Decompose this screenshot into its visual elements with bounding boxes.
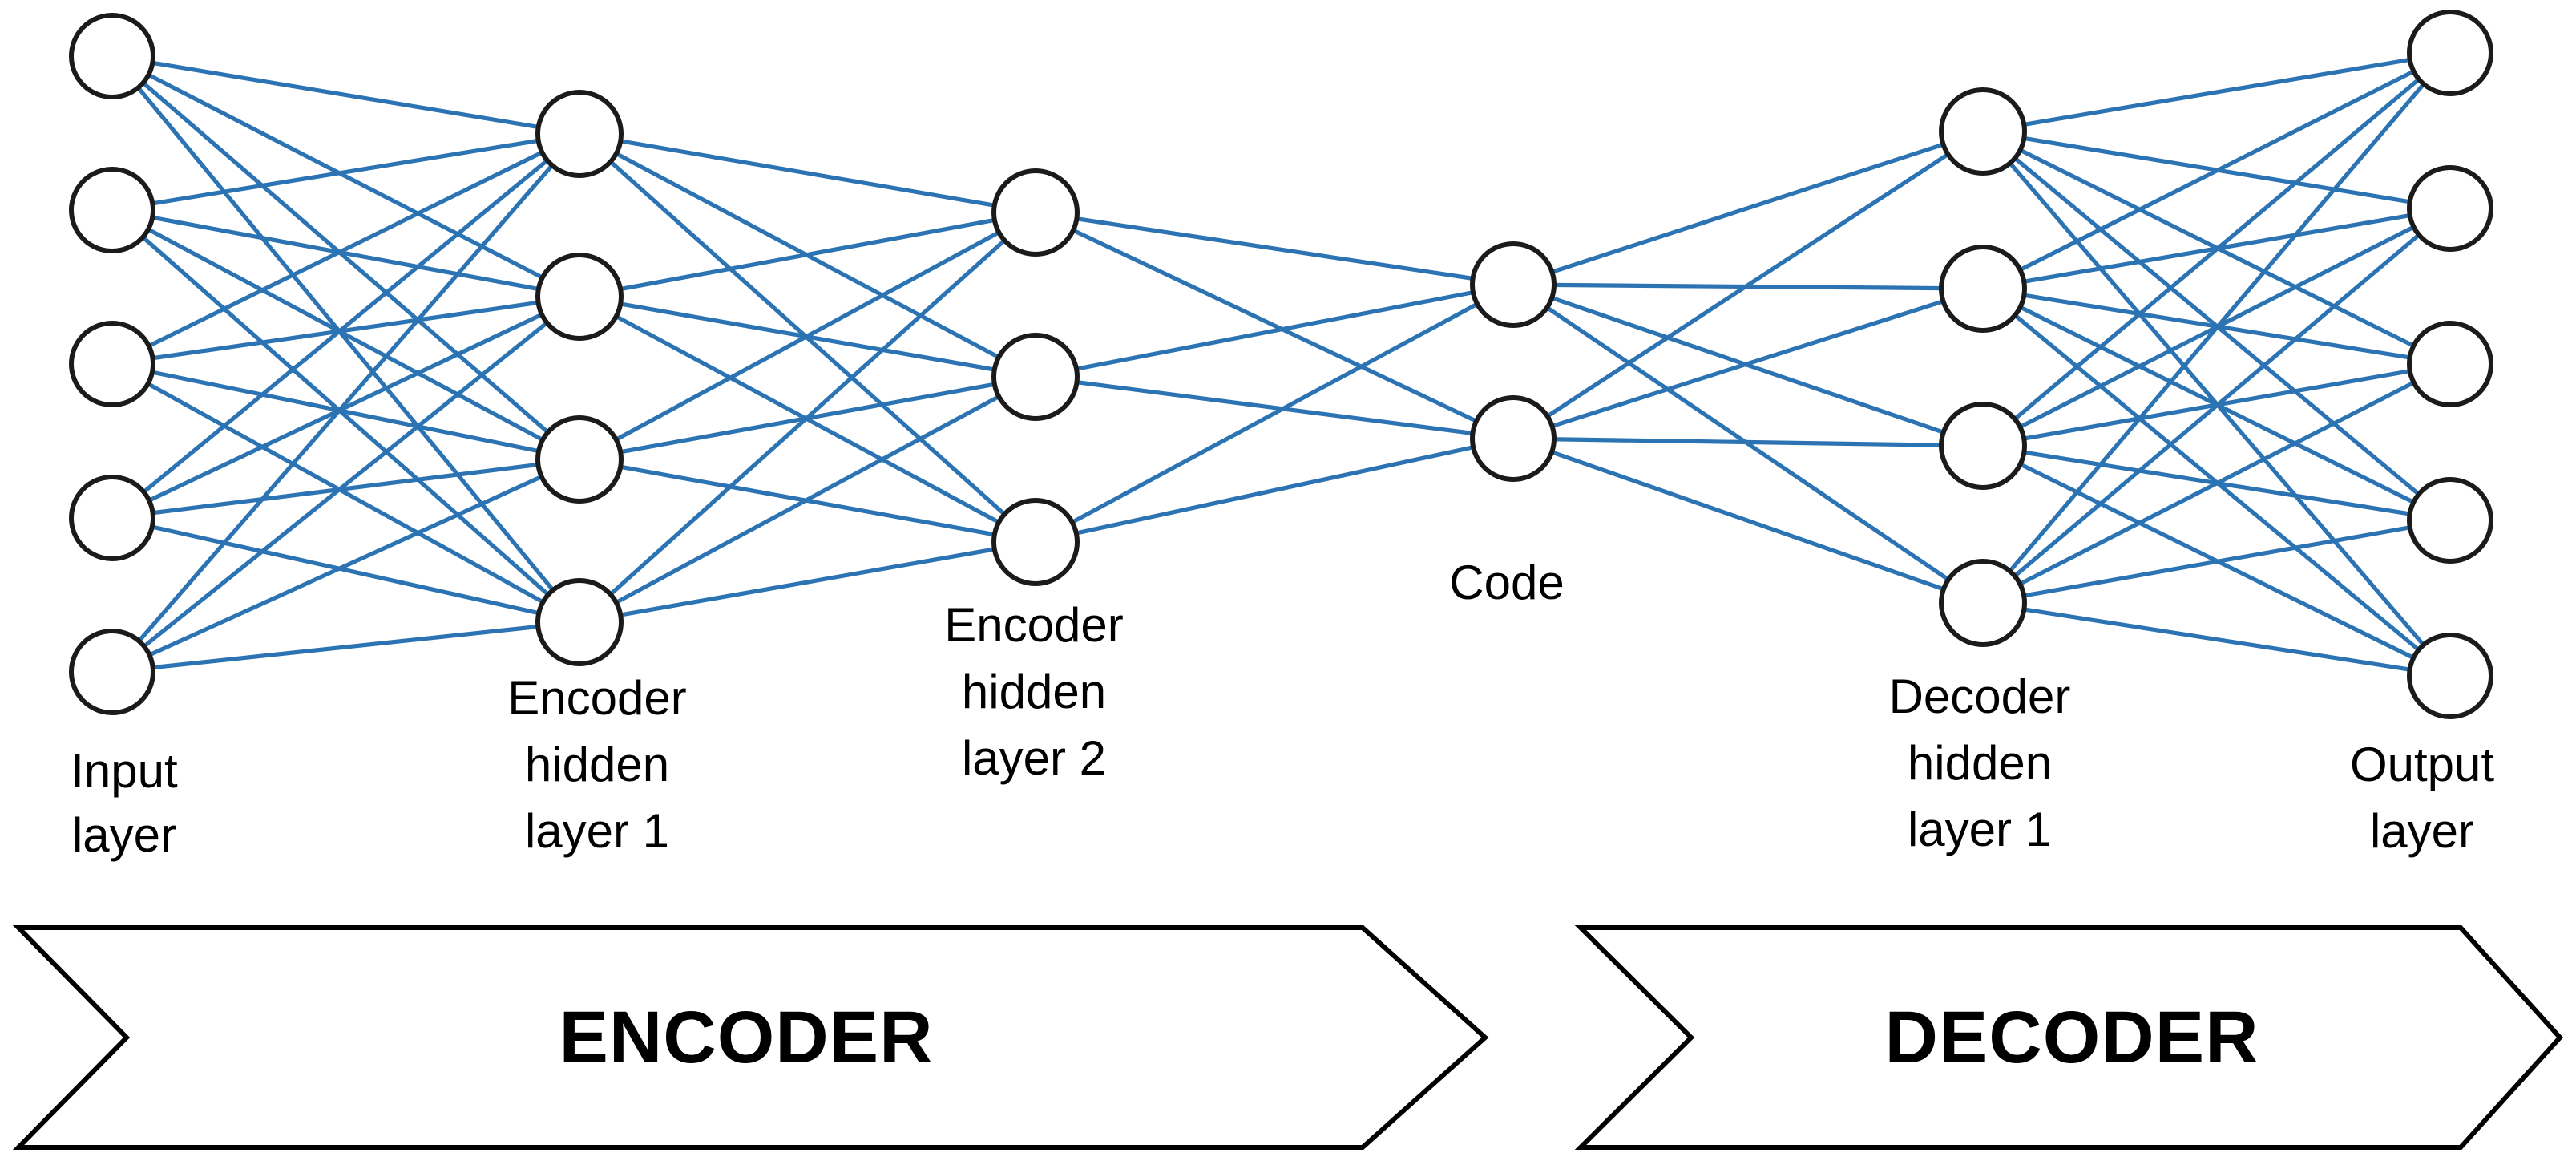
edge-input-1-to-encoder-hidden-1-1	[111, 208, 580, 299]
node-encoder-hidden-2-2	[991, 333, 1080, 421]
node-code-1	[1470, 241, 1557, 328]
encoder-hidden-2-label-line1: Encoder	[944, 598, 1123, 652]
edge-input-4-to-encoder-hidden-1-1	[111, 294, 581, 674]
decoder-banner-label: DECODER	[1884, 997, 2259, 1078]
edge-encoder-hidden-1-3-to-encoder-hidden-2-1	[578, 374, 1037, 625]
edge-decoder-hidden-1-0-to-output-0	[1982, 51, 2451, 134]
node-encoder-hidden-1-3	[535, 415, 624, 504]
decoder-banner: DECODER	[1574, 925, 2564, 1150]
edge-encoder-hidden-1-2-to-encoder-hidden-2-0	[578, 210, 1037, 462]
edge-input-2-to-encoder-hidden-1-0	[111, 131, 581, 366]
edge-code-1-to-decoder-hidden-1-2	[1512, 436, 1984, 448]
node-input-5	[69, 629, 155, 715]
node-output-4	[2407, 477, 2493, 564]
node-decoder-hidden-1-1	[1939, 87, 2027, 176]
node-output-2	[2407, 165, 2493, 252]
node-input-4	[69, 475, 155, 561]
encoder-banner-label: ENCODER	[559, 997, 933, 1078]
decoder-hidden-1-label-line2: hidden	[1908, 736, 2052, 790]
edge-input-0-to-encoder-hidden-1-0	[111, 54, 580, 136]
edge-decoder-hidden-1-3-to-output-2	[1981, 362, 2452, 605]
edges-group	[110, 51, 2452, 678]
input-layer-label-line2: layer	[72, 808, 176, 862]
edge-decoder-hidden-1-3-to-output-4	[1982, 601, 2451, 678]
node-decoder-hidden-1-2	[1939, 245, 2027, 333]
decoder-hidden-1-label-line1: Decoder	[1889, 669, 2071, 723]
edge-input-4-to-encoder-hidden-1-3	[111, 620, 580, 674]
encoder-hidden-2-label-line2: hidden	[962, 665, 1106, 718]
edge-input-3-to-encoder-hidden-1-1	[111, 294, 581, 520]
edge-encoder-hidden-1-3-to-encoder-hidden-2-0	[578, 211, 1037, 624]
node-code-2	[1470, 395, 1557, 482]
edge-decoder-hidden-1-3-to-output-1	[1981, 207, 2452, 605]
edge-encoder-hidden-1-1-to-encoder-hidden-2-0	[579, 210, 1036, 299]
node-decoder-hidden-1-4	[1939, 559, 2027, 647]
node-input-1	[69, 13, 155, 99]
edge-input-3-to-encoder-hidden-1-3	[111, 516, 580, 625]
edge-input-3-to-encoder-hidden-1-2	[111, 457, 580, 520]
node-input-2	[69, 167, 155, 253]
edge-encoder-hidden-2-2-to-code-1	[1035, 436, 1514, 544]
edge-encoder-hidden-1-3-to-encoder-hidden-2-2	[579, 540, 1036, 625]
edge-encoder-hidden-2-0-to-code-0	[1035, 210, 1514, 287]
nodes-group	[69, 10, 2493, 719]
edge-code-1-to-decoder-hidden-1-3	[1512, 436, 1984, 605]
edge-code-0-to-decoder-hidden-1-0	[1512, 129, 1984, 287]
edge-encoder-hidden-2-1-to-code-1	[1035, 374, 1514, 441]
node-decoder-hidden-1-3	[1939, 402, 2027, 490]
node-encoder-hidden-1-4	[535, 578, 624, 666]
decoder-hidden-1-label-line3: layer 1	[1908, 803, 2052, 856]
edge-input-0-to-encoder-hidden-1-1	[111, 54, 581, 299]
output-layer-label-line2: layer	[2370, 804, 2474, 858]
edge-input-2-to-encoder-hidden-1-1	[111, 294, 580, 366]
edge-input-1-to-encoder-hidden-1-0	[111, 131, 580, 212]
edge-input-0-to-encoder-hidden-1-3	[110, 55, 582, 624]
edge-code-1-to-decoder-hidden-1-1	[1512, 286, 1984, 441]
edge-decoder-hidden-1-3-to-output-3	[1982, 518, 2451, 605]
edge-encoder-hidden-2-0-to-code-1	[1034, 210, 1515, 441]
encoder-hidden-2-label-line3: layer 2	[962, 731, 1106, 785]
edge-encoder-hidden-2-2-to-code-0	[1034, 282, 1515, 544]
input-layer-label-line1: Input	[71, 744, 178, 798]
encoder-hidden-1-label-line3: layer 1	[525, 804, 669, 858]
edge-input-2-to-encoder-hidden-1-2	[111, 362, 580, 462]
edge-decoder-hidden-1-2-to-output-0	[1981, 51, 2452, 447]
edge-input-2-to-encoder-hidden-1-3	[111, 362, 581, 625]
decoder-banner-arrow-shape	[1574, 925, 2564, 1150]
edge-encoder-hidden-1-0-to-encoder-hidden-2-0	[579, 131, 1036, 215]
edge-input-4-to-encoder-hidden-1-2	[111, 457, 581, 674]
edge-input-0-to-encoder-hidden-1-2	[111, 55, 581, 461]
node-encoder-hidden-1-1	[535, 90, 624, 178]
node-output-5	[2407, 633, 2493, 719]
edge-code-1-to-decoder-hidden-1-0	[1512, 129, 1984, 441]
edge-input-3-to-encoder-hidden-1-0	[111, 131, 581, 520]
node-output-1	[2407, 10, 2493, 96]
node-output-3	[2407, 321, 2493, 407]
edge-input-4-to-encoder-hidden-1-0	[111, 132, 581, 674]
edge-encoder-hidden-2-1-to-code-0	[1035, 282, 1514, 379]
edge-decoder-hidden-1-3-to-output-0	[1981, 51, 2452, 605]
encoder-hidden-1-label-line2: hidden	[525, 738, 669, 791]
edge-input-1-to-encoder-hidden-1-3	[111, 208, 581, 624]
node-encoder-hidden-1-2	[535, 253, 624, 341]
encoder-banner: ENCODER	[12, 925, 1489, 1150]
node-encoder-hidden-2-3	[991, 498, 1080, 586]
output-layer-label-line1: Output	[2350, 738, 2494, 791]
node-encoder-hidden-2-1	[991, 168, 1080, 257]
edge-decoder-hidden-1-1-to-output-0	[1981, 51, 2452, 291]
code-layer-label: Code	[1449, 556, 1564, 609]
encoder-hidden-1-label-line1: Encoder	[507, 671, 686, 725]
encoder-banner-arrow-shape	[12, 925, 1489, 1150]
edge-input-1-to-encoder-hidden-1-2	[111, 208, 581, 462]
node-input-3	[69, 321, 155, 407]
layer-labels-group: Input layer Encoder hidden layer 1 Encod…	[71, 556, 2494, 862]
